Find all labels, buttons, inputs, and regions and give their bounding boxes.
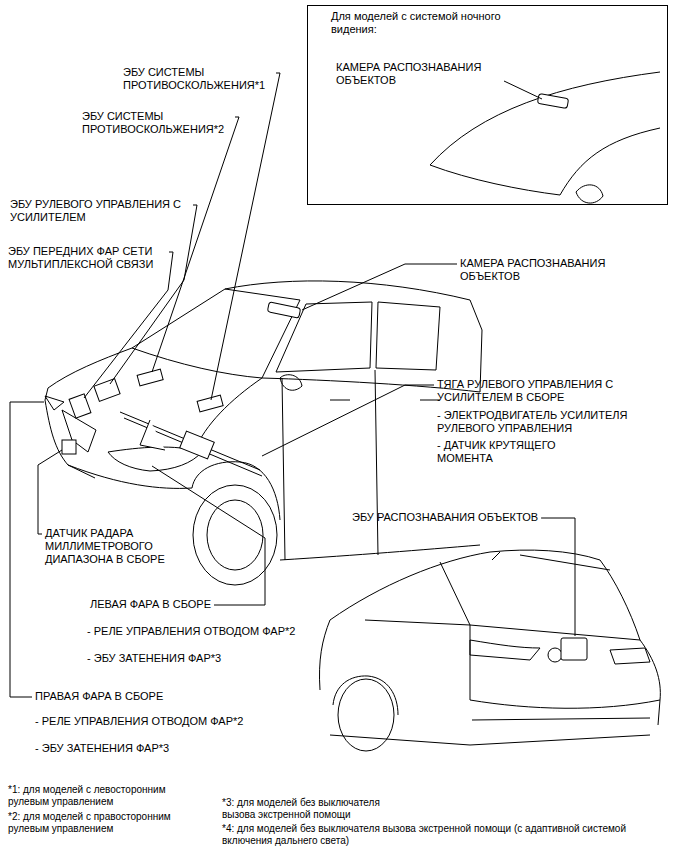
rear-car-drawing [470,700,660,708]
rear-car-drawing [470,625,471,700]
rear-car-drawing [470,640,540,660]
inset-car-drawing [430,165,560,195]
part-label: ЭБУ СИСТЕМЫ ПРОТИВОСКОЛЬЖЕНИЯ*2 [82,110,232,136]
part-label: ЭБУ СИСТЕМЫ ПРОТИВОСКОЛЬЖЕНИЯ*1 [123,66,273,92]
sub-item-label: - РЕЛЕ УПРАВЛЕНИЯ ОТВОДОМ ФАР*2 [87,625,295,638]
component-symbol [197,395,223,412]
component-symbol [62,440,76,454]
component-symbol [62,302,301,476]
rear-car-drawing [330,735,650,745]
sub-item-label: - ЭЛЕКТРОДВИГАТЕЛЬ УСИЛИТЕЛЯ РУЛЕВОГО УП… [437,409,662,435]
leader-line [152,117,239,372]
part-label: ПРАВАЯ ФАРА В СБОРЕ [35,690,163,703]
part-label: КАМЕРА РАСПОЗНАВАНИЯ ОБЪЕКТОВ [336,61,501,87]
leader-line [84,252,173,398]
footnote: *2: для моделей с правосторонним рулевым… [8,811,183,835]
front-car-drawing [48,348,132,388]
component-symbol [120,412,260,470]
leader-line [10,402,44,697]
inset-car-drawing [430,72,660,203]
front-car-drawing [207,500,263,570]
sub-item-label: - ДАТЧИК КРУТЯЩЕГО МОМЕНТА [437,439,587,465]
part-label: ЭБУ ПЕРЕДНИХ ФАР СЕТИ МУЛЬТИПЛЕКСНОЙ СВЯ… [8,245,166,271]
rear-car-drawing [470,625,640,640]
leader-line [504,81,542,99]
footnote: *3: для моделей без выключателя вызова э… [222,797,400,821]
part-label: ЭБУ РАСПОЗНАВАНИЯ ОБЪЕКТОВ [352,511,538,524]
front-car-drawing [375,370,378,555]
rear-car-drawing [610,648,650,664]
sub-item-label: - РЕЛЕ УПРАВЛЕНИЯ ОТВОДОМ ФАР*2 [35,715,243,728]
front-car-drawing [45,388,95,478]
rear-ecu-symbol [561,638,587,660]
rear-car-drawing [365,620,470,625]
inset-camera-symbol [537,93,568,108]
rear-car-drawing [490,550,600,560]
inset-panel: Для моделей с системой ночного видения: К… [307,5,668,205]
sub-item-label: - ЭБУ ЗАТЕНЕНИЯ ФАР*3 [35,742,169,755]
rear-car-drawing [548,648,562,662]
rear-car-drawing [330,552,490,620]
rear-car-drawing [492,552,610,570]
front-car-drawing [225,289,300,300]
front-car-drawing [282,378,285,560]
leader-line [110,205,197,384]
leader-line [152,466,265,605]
part-label: ЭБУ РУЛЕВОГО УПРАВЛЕНИЯ С УСИЛИТЕЛЕМ [10,198,190,224]
component-symbol [124,418,262,476]
front-car-drawing [280,375,302,391]
rear-car-drawing [600,560,640,640]
rear-car-drawing [338,679,394,751]
front-car-drawing [225,281,470,300]
rear-car-drawing [319,550,660,751]
leader-line [541,518,575,636]
component-symbol [94,379,120,402]
rear-car-drawing [472,718,650,720]
inset-camera-symbol [537,93,568,108]
inset-car-drawing [560,128,660,195]
inset-car-drawing [576,185,603,203]
leader-line [262,385,434,456]
rear-car-drawing [319,620,330,690]
sub-item-label: - ЭБУ ЗАТЕНЕНИЯ ФАР*3 [87,652,221,665]
component-symbol [180,431,215,459]
front-car-drawing [330,400,350,401]
leader-line [38,450,62,534]
inset-car-drawing [430,72,660,165]
part-label: ТЯГА РУЛЕВОГО УПРАВЛЕНИЯ С УСИЛИТЕЛЕМ В … [437,378,627,404]
front-car-drawing [45,396,64,410]
footnote: *1: для моделей с левосторонним рулевым … [8,784,183,808]
front-car-drawing [280,545,480,560]
leader-line [302,264,457,310]
component-symbol [140,420,165,450]
component-symbol [69,394,91,418]
footnote: *4: для моделей без выключателя вызова э… [222,823,677,847]
front-car-drawing [45,281,482,585]
component-symbol [137,369,163,386]
rear-car-drawing [440,562,470,625]
leader-line [211,73,280,400]
component-symbol [267,302,300,318]
part-label: ДАТЧИК РАДАРА МИЛЛИМЕТРОВОГО ДИАПАЗОНА В… [45,527,185,566]
part-label: ЛЕВАЯ ФАРА В СБОРЕ [90,598,211,611]
front-car-drawing [68,465,192,488]
rear-ecu-symbol [561,638,587,660]
inset-heading: Для моделей с системой ночного видения: [331,10,509,36]
rear-car-drawing [640,640,660,725]
front-car-drawing [192,462,280,520]
front-car-drawing [376,302,440,370]
part-label: КАМЕРА РАСПОЗНАВАНИЯ ОБЪЕКТОВ [460,257,615,283]
front-car-drawing [262,300,300,378]
